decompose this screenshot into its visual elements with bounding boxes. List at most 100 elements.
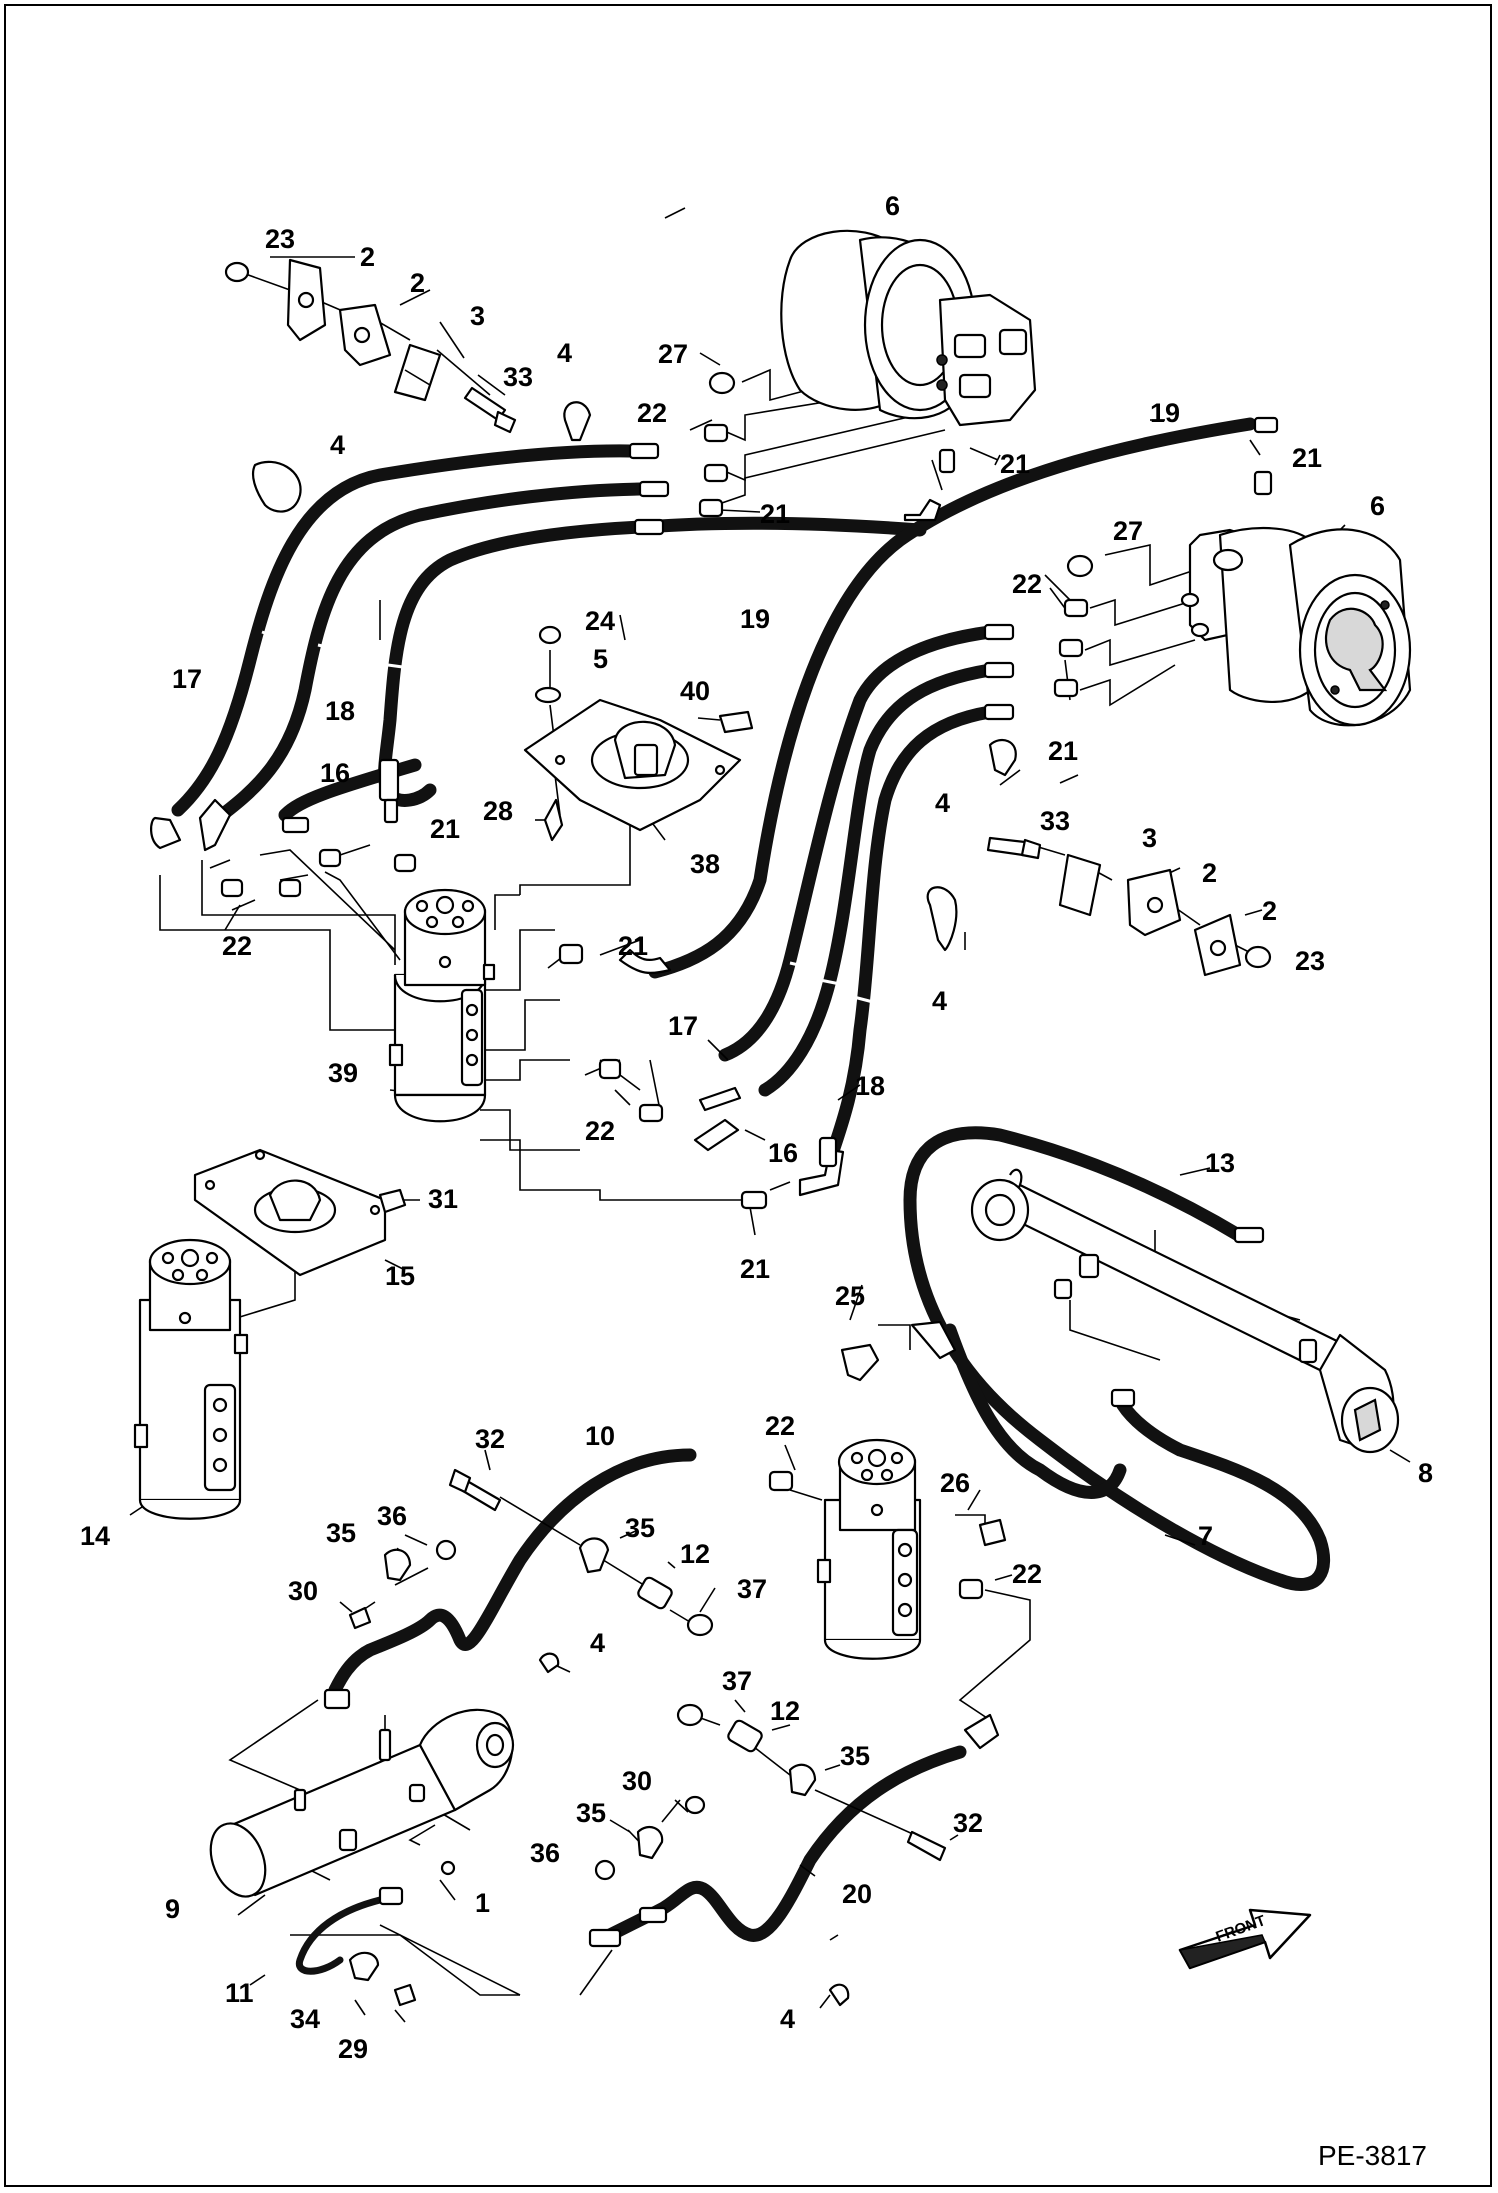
clamp-34: [348, 1951, 380, 1982]
hardware-group-upper: [348, 1468, 714, 1674]
callout-2: 2: [360, 242, 375, 272]
callout-12: 12: [770, 1696, 800, 1726]
callout-19: 19: [1150, 398, 1180, 428]
callout-37: 37: [722, 1666, 752, 1696]
page-border: [4, 4, 1492, 2187]
callout-36: 36: [530, 1838, 560, 1868]
cylinder-9: [209, 1688, 515, 1898]
callout-22: 22: [585, 1116, 615, 1146]
callout-8: 8: [1418, 1458, 1433, 1488]
callout-30: 30: [622, 1766, 652, 1796]
strap-clamp-4e: [538, 1652, 560, 1674]
callout-14: 14: [80, 1521, 110, 1551]
fittings-upper: [628, 371, 1279, 721]
tube-11: [295, 1896, 384, 1975]
cap-27-right: [1066, 554, 1094, 578]
clamp-group-lower-right: [926, 738, 1272, 977]
callout-36: 36: [377, 1501, 407, 1531]
callout-21: 21: [760, 499, 790, 529]
fitting-22-right-a: [1063, 598, 1089, 618]
callout-25: 25: [835, 1281, 865, 1311]
callout-19: 19: [740, 604, 770, 634]
callout-32: 32: [953, 1808, 983, 1838]
callout-15: 15: [385, 1261, 415, 1291]
callout-33: 33: [1040, 806, 1070, 836]
callout-23: 23: [265, 224, 295, 254]
callout-6: 6: [1370, 491, 1385, 521]
strap-clamp-4b: [251, 460, 302, 513]
callout-37: 37: [737, 1574, 767, 1604]
cap-27-upper: [708, 371, 736, 395]
callout-21: 21: [1292, 443, 1322, 473]
plate-3b: [1058, 853, 1102, 917]
bolt-31: [378, 1188, 407, 1214]
strap-clamp-4c: [988, 738, 1017, 777]
callout-5: 5: [593, 644, 608, 674]
spacer-12b: [727, 1719, 763, 1753]
callout-22: 22: [1012, 1559, 1042, 1589]
callout-4: 4: [932, 986, 947, 1016]
fitting-22-upper-a: [703, 423, 729, 443]
hose-19-long: [648, 417, 1257, 979]
callout-28: 28: [483, 796, 513, 826]
hose-10: [328, 1448, 697, 1697]
callout-9: 9: [165, 1894, 180, 1924]
nut-36a: [435, 1539, 457, 1561]
bolt-40: [718, 710, 754, 734]
callout-35: 35: [625, 1513, 655, 1543]
plate-3a: [393, 343, 442, 402]
fitting-22-right-b: [1058, 638, 1084, 658]
bolt-28: [543, 798, 564, 842]
callout-22: 22: [637, 398, 667, 428]
callout-34: 34: [290, 2004, 320, 2034]
callout-16: 16: [320, 758, 350, 788]
callout-39: 39: [328, 1058, 358, 1088]
clamp-group-upper-left: [224, 258, 592, 513]
hose-16-upper: [211, 482, 647, 825]
bolt-33a: [463, 386, 507, 422]
bolt-29: [393, 1983, 417, 2007]
fitting-22-left-a: [220, 878, 244, 898]
callout-35: 35: [840, 1741, 870, 1771]
callout-24: 24: [585, 606, 615, 636]
mounting-plate-38: [523, 625, 754, 842]
travel-motor-6-right: [1180, 527, 1412, 727]
callout-17: 17: [172, 664, 202, 694]
callout-22: 22: [222, 931, 252, 961]
callout-4: 4: [590, 1628, 605, 1658]
hose-19-end: [1253, 416, 1279, 434]
clamp-35b: [578, 1537, 610, 1574]
document-code: PE-3817: [1318, 2140, 1427, 2171]
elbow-25: [840, 1343, 880, 1382]
fitting-21-left-a: [318, 848, 342, 868]
clamp-35d: [636, 1825, 664, 1860]
callout-27: 27: [658, 339, 688, 369]
fittings-left: [150, 758, 417, 898]
strap-clamp-4d: [926, 886, 958, 952]
callout-4: 4: [557, 338, 572, 368]
bolt-30b: [684, 1795, 706, 1815]
hose-19-upper: [638, 516, 927, 537]
callout-38: 38: [690, 849, 720, 879]
callout-13: 13: [1205, 1148, 1235, 1178]
callout-21: 21: [740, 1254, 770, 1284]
fitting-22-upper-b: [703, 463, 729, 483]
rotary-coupler-14: [133, 1238, 249, 1520]
rotary-coupler-39: [388, 888, 496, 1123]
callout-21: 21: [1000, 449, 1030, 479]
bolt-33b: [986, 836, 1027, 857]
leader-lines: [129, 207, 1411, 2023]
callout-6: 6: [885, 191, 900, 221]
washer-5: [534, 686, 562, 704]
hoses: [171, 417, 1331, 1942]
callout-18: 18: [325, 696, 355, 726]
callout-11: 11: [225, 1978, 254, 2008]
nut-37a: [686, 1613, 714, 1637]
callout-20: 20: [842, 1879, 872, 1909]
fitting-26: [978, 1518, 1007, 1547]
callout-3: 3: [470, 301, 485, 331]
hose-17-lower: [718, 625, 997, 1062]
callout-31: 31: [428, 1184, 458, 1214]
callout-21: 21: [1048, 736, 1078, 766]
